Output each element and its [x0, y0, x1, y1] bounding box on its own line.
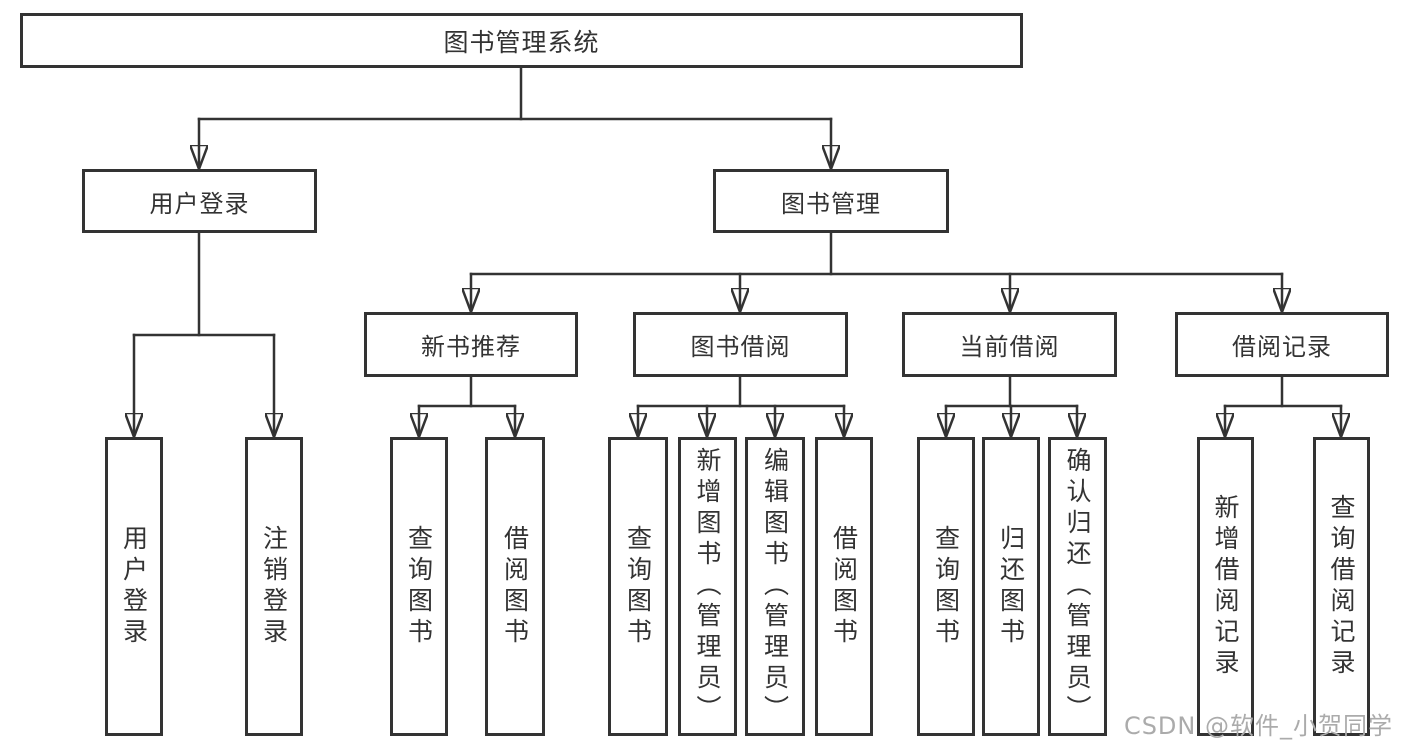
leaf-logout: 注销登录 [245, 437, 303, 736]
node-label: 新增借阅记录 [1211, 493, 1240, 680]
leaf-add-book-admin: 新增图书（管理员） [678, 437, 737, 736]
node-label: 用户登录 [149, 189, 250, 218]
node-current-borrowing: 当前借阅 [902, 312, 1117, 377]
connector-arrows [134, 117, 1341, 435]
leaf-edit-book-admin: 编辑图书（管理员） [745, 437, 805, 736]
node-label: 归还图书 [996, 524, 1026, 649]
node-label: 查询图书 [623, 524, 653, 649]
node-book-management: 图书管理 [713, 169, 949, 233]
node-user-login: 用户登录 [82, 169, 317, 233]
node-label: 确认归还（管理员） [1063, 447, 1092, 726]
node-label: 查询图书 [931, 524, 961, 649]
leaf-add-borrow-record: 新增借阅记录 [1197, 437, 1254, 736]
connector-trunks [132, 66, 1343, 408]
leaf-query-books-recommend: 查询图书 [390, 437, 448, 736]
leaf-return-book: 归还图书 [982, 437, 1040, 736]
leaf-borrow-books-recommend: 借阅图书 [485, 437, 545, 736]
node-label: 注销登录 [259, 524, 289, 649]
node-new-book-recommendation: 新书推荐 [364, 312, 578, 377]
node-label: 新书推荐 [421, 333, 521, 361]
leaf-query-books-borrowing: 查询图书 [608, 437, 668, 736]
node-label: 图书管理系统 [443, 27, 600, 57]
node-borrowing-records: 借阅记录 [1175, 312, 1389, 377]
node-label: 图书借阅 [690, 333, 791, 361]
node-label: 编辑图书（管理员） [760, 447, 790, 726]
node-label: 查询图书 [404, 524, 434, 649]
leaf-user-login: 用户登录 [105, 437, 163, 736]
node-library-system-root: 图书管理系统 [20, 13, 1023, 68]
node-label: 借阅图书 [500, 524, 530, 649]
csdn-watermark: CSDN @软件_小贺同学 [1123, 712, 1393, 740]
node-label: 新增图书（管理员） [693, 447, 722, 726]
node-label: 借阅记录 [1232, 333, 1332, 361]
node-label: 当前借阅 [959, 333, 1060, 361]
node-book-borrowing: 图书借阅 [633, 312, 848, 377]
node-label: 图书管理 [781, 189, 881, 218]
node-label: 查询借阅记录 [1327, 493, 1356, 680]
leaf-borrow-books: 借阅图书 [815, 437, 873, 736]
node-label: 借阅图书 [829, 524, 859, 649]
leaf-query-books-current: 查询图书 [917, 437, 975, 736]
node-label: 用户登录 [119, 524, 149, 649]
leaf-confirm-return-admin: 确认归还（管理员） [1048, 437, 1107, 736]
leaf-query-borrow-record: 查询借阅记录 [1313, 437, 1370, 736]
